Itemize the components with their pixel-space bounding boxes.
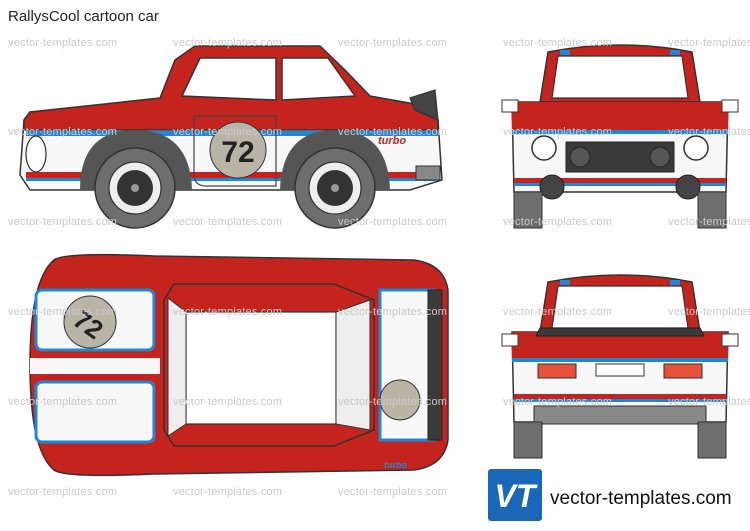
top-turbo-decal: turbo (384, 460, 407, 470)
front-headlight-left (531, 135, 557, 161)
watermark-text: vector-templates.com (338, 126, 448, 138)
watermark-text: vector-templates.com (8, 37, 118, 49)
watermark-text: vector-templates.com (173, 126, 283, 138)
watermark-text: vector-templates.com (173, 486, 283, 498)
page-title: RallysCool cartoon car (8, 8, 159, 25)
side-race-number: 72 (221, 136, 254, 169)
rear-view (501, 274, 739, 459)
watermark-text: vector-templates.com (338, 486, 448, 498)
watermark-text: vector-templates.com (503, 396, 613, 408)
watermark-text: vector-templates.com (338, 37, 448, 49)
watermark-text: vector-templates.com (503, 126, 613, 138)
watermark-text: vector-templates.com (668, 216, 750, 228)
watermark-text: vector-templates.com (8, 396, 118, 408)
watermark-text: vector-templates.com (503, 37, 613, 49)
side-rear-bumper (415, 165, 441, 181)
watermark-text: vector-templates.com (173, 37, 283, 49)
top-number-disc (63, 295, 117, 349)
rear-tire-right (697, 421, 727, 459)
watermark-text: vector-templates.com (668, 306, 750, 318)
side-door-outline (193, 115, 277, 187)
side-view: 72 turbo (19, 45, 443, 229)
side-window-rear (281, 57, 357, 101)
rear-spoiler (535, 327, 705, 337)
watermark-text: vector-templates.com (8, 486, 118, 498)
watermark-row: vector-templates.com vector-templates.co… (0, 396, 750, 410)
vt-logo-text[interactable]: vector-templates.com (550, 488, 732, 509)
side-turbo-decal: turbo (378, 135, 406, 147)
watermark-text: vector-templates.com (338, 306, 448, 318)
watermark-text: vector-templates.com (338, 396, 448, 408)
rear-taillight-right (663, 363, 703, 379)
watermark-text: vector-templates.com (173, 216, 283, 228)
front-foglight-left (539, 174, 565, 200)
rear-mirror-left (501, 333, 519, 347)
front-tire-right (697, 191, 727, 229)
watermark-text: vector-templates.com (173, 396, 283, 408)
top-hood-panel-lower (34, 380, 156, 444)
top-spoiler (427, 289, 443, 441)
watermark-text: vector-templates.com (668, 37, 750, 49)
watermark-text: vector-templates.com (8, 216, 118, 228)
side-rear-spoiler (409, 89, 439, 121)
watermark-text: vector-templates.com (668, 396, 750, 408)
front-view (501, 44, 739, 229)
side-front-wheel (94, 147, 176, 229)
watermark-text: vector-templates.com (668, 126, 750, 138)
watermark-text: vector-templates.com (173, 306, 283, 318)
side-rear-wheel (294, 147, 376, 229)
side-headlight (25, 135, 47, 173)
rear-tire-left (513, 421, 543, 459)
top-view: 72 turbo (29, 253, 449, 477)
front-windshield (551, 55, 689, 99)
side-window-front (180, 57, 277, 101)
watermark-row: vector-templates.com vector-templates.co… (0, 37, 750, 51)
watermark-text: vector-templates.com (503, 306, 613, 318)
front-tire-left (513, 191, 543, 229)
side-number-disc (209, 121, 267, 179)
watermark-row: vector-templates.com vector-templates.co… (0, 306, 750, 320)
watermark-row: vector-templates.com vector-templates.co… (0, 486, 750, 500)
watermark-row: vector-templates.com vector-templates.co… (0, 126, 750, 140)
vt-logo-icon[interactable]: VT (488, 469, 542, 521)
watermark-row: vector-templates.com vector-templates.co… (0, 216, 750, 230)
top-rear-window (335, 299, 371, 431)
watermark-text: vector-templates.com (8, 306, 118, 318)
rear-diffuser (533, 405, 707, 425)
front-mirror-left (501, 99, 519, 113)
top-roof (185, 311, 337, 425)
rear-plate (595, 363, 645, 377)
watermark-text: vector-templates.com (8, 126, 118, 138)
front-mirror-right (721, 99, 739, 113)
front-foglight-right (675, 174, 701, 200)
watermark-text: vector-templates.com (338, 216, 448, 228)
rear-mirror-right (721, 333, 739, 347)
front-headlight-right (683, 135, 709, 161)
vt-logo-mark: VT (495, 478, 538, 514)
watermark-text: vector-templates.com (503, 216, 613, 228)
top-windshield (167, 296, 187, 437)
rear-taillight-left (537, 363, 577, 379)
